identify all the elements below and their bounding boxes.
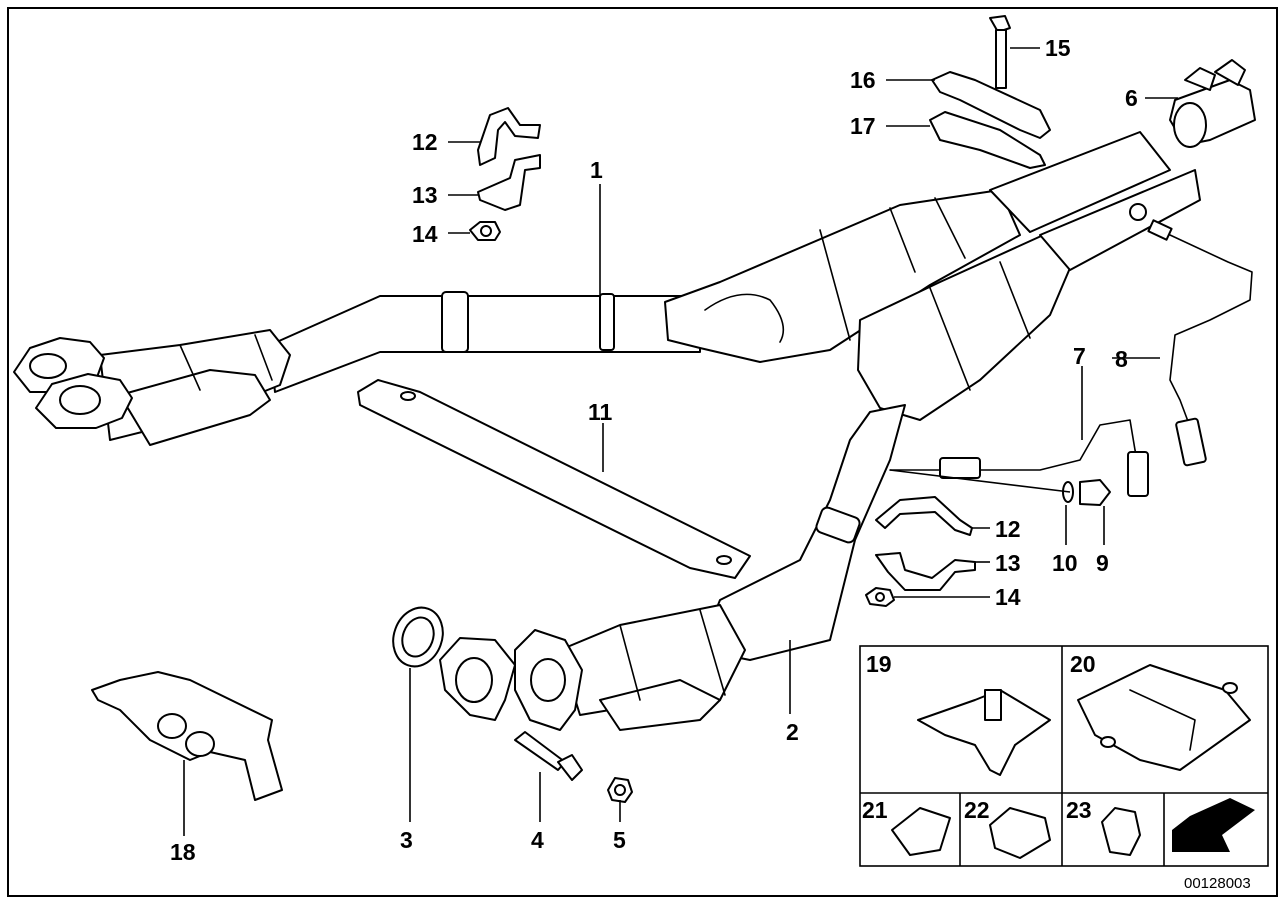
- pipe-clamp: [1169, 59, 1256, 148]
- lambda-sensors: [889, 219, 1253, 497]
- label-4: 4: [531, 827, 544, 853]
- label-19: 19: [866, 651, 892, 677]
- label-13-top: 13: [412, 182, 438, 208]
- label-3: 3: [400, 827, 413, 853]
- bolt: [514, 731, 583, 781]
- label-15: 15: [1045, 35, 1071, 61]
- label-22: 22: [964, 797, 990, 823]
- label-5: 5: [613, 827, 626, 853]
- direction-arrow-icon: [1172, 798, 1255, 852]
- bracket-strap: [357, 379, 751, 579]
- inset-panel: [859, 645, 1269, 867]
- label-1: 1: [590, 157, 603, 183]
- label-12-mid: 12: [995, 516, 1021, 542]
- label-6: 6: [1125, 85, 1138, 111]
- label-20: 20: [1070, 651, 1096, 677]
- label-23: 23: [1066, 797, 1092, 823]
- label-11: 11: [588, 399, 613, 425]
- plug-and-ring: [1062, 479, 1111, 506]
- nut: [607, 777, 633, 803]
- label-8: 8: [1115, 346, 1128, 372]
- outer-frame: [7, 7, 1278, 897]
- label-14-mid: 14: [995, 584, 1021, 610]
- label-16: 16: [850, 67, 876, 93]
- front-pipe-left: [13, 131, 1171, 446]
- label-13-mid: 13: [995, 550, 1021, 576]
- label-2: 2: [786, 719, 799, 745]
- label-9: 9: [1096, 550, 1109, 576]
- label-7: 7: [1073, 343, 1086, 369]
- label-18: 18: [170, 839, 196, 865]
- label-21: 21: [862, 797, 888, 823]
- document-id: 00128003: [1184, 875, 1251, 892]
- heat-shield: [91, 671, 283, 801]
- gasket: [392, 606, 444, 668]
- mount-bracket: [929, 15, 1051, 169]
- front-pipe-right: [439, 169, 1201, 731]
- clamp-mid: [865, 496, 976, 607]
- label-10: 10: [1052, 550, 1078, 576]
- label-12-top: 12: [412, 129, 438, 155]
- label-14-top: 14: [412, 221, 438, 247]
- callout-labels: 1 2 3 4 5 6 7 8 9 10 11 12 13 14 12 13 1…: [170, 35, 1251, 892]
- label-17: 17: [850, 113, 876, 139]
- leader-lines: [183, 47, 1178, 836]
- clamp-top: [469, 107, 541, 241]
